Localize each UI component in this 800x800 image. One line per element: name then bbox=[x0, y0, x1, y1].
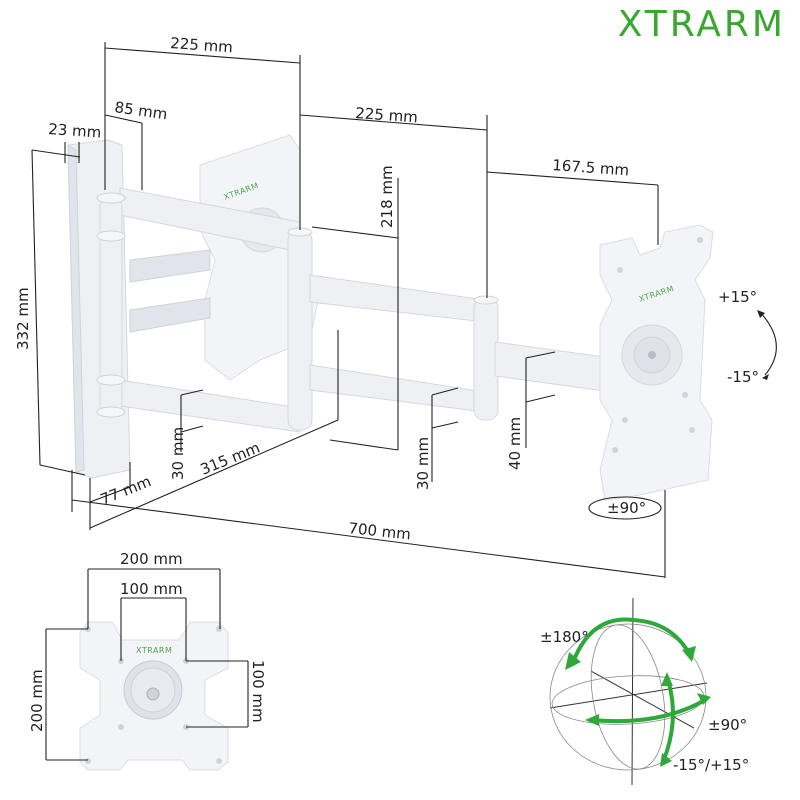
tilt-down-label: -15° bbox=[727, 368, 759, 386]
vesa-plate-diagram: XTRARM 200 mm 100 mm 200 mm 100 mm bbox=[28, 550, 267, 771]
swivel-range-label: ±180° bbox=[540, 628, 589, 646]
dim-plate-height: 332 mm bbox=[14, 287, 32, 350]
rotation-label: ±90° bbox=[607, 499, 646, 517]
dim-plate-depth: 23 mm bbox=[48, 120, 102, 142]
dim-arm1-length: 225 mm bbox=[170, 34, 234, 56]
wall-mount-illustration: XTRARM bbox=[67, 134, 714, 501]
vesa-inner-height: 100 mm bbox=[249, 660, 267, 723]
vesa-plate-logo: XTRARM bbox=[136, 646, 172, 655]
brand-logo: XTRARM bbox=[617, 4, 786, 45]
motion-range-diagram: ±180° ±90° -15°/+15° bbox=[540, 597, 749, 786]
dim-height-218: 218 mm bbox=[378, 165, 396, 228]
tilt-range-label: -15°/+15° bbox=[673, 756, 749, 774]
rotation-range-label: ±90° bbox=[708, 716, 747, 734]
vesa-outer-width: 200 mm bbox=[120, 550, 183, 568]
dim-arm-thickness-3: 40 mm bbox=[506, 417, 524, 470]
vesa-inner-width: 100 mm bbox=[120, 580, 183, 598]
dim-arm-span: 315 mm bbox=[198, 439, 263, 479]
dim-head-offset: 167.5 mm bbox=[552, 156, 630, 179]
dim-plate-width: 77 mm bbox=[98, 472, 154, 509]
vesa-outer-height: 200 mm bbox=[28, 669, 46, 732]
dim-max-extension: 700 mm bbox=[348, 519, 412, 543]
dim-wall-offset: 85 mm bbox=[113, 98, 168, 123]
tilt-up-label: +15° bbox=[718, 288, 757, 306]
dim-arm2-length: 225 mm bbox=[355, 104, 419, 126]
dim-arm-thickness-1: 30 mm bbox=[169, 427, 187, 480]
dimension-lines bbox=[31, 42, 777, 578]
dim-arm-thickness-2: 30 mm bbox=[414, 437, 432, 490]
